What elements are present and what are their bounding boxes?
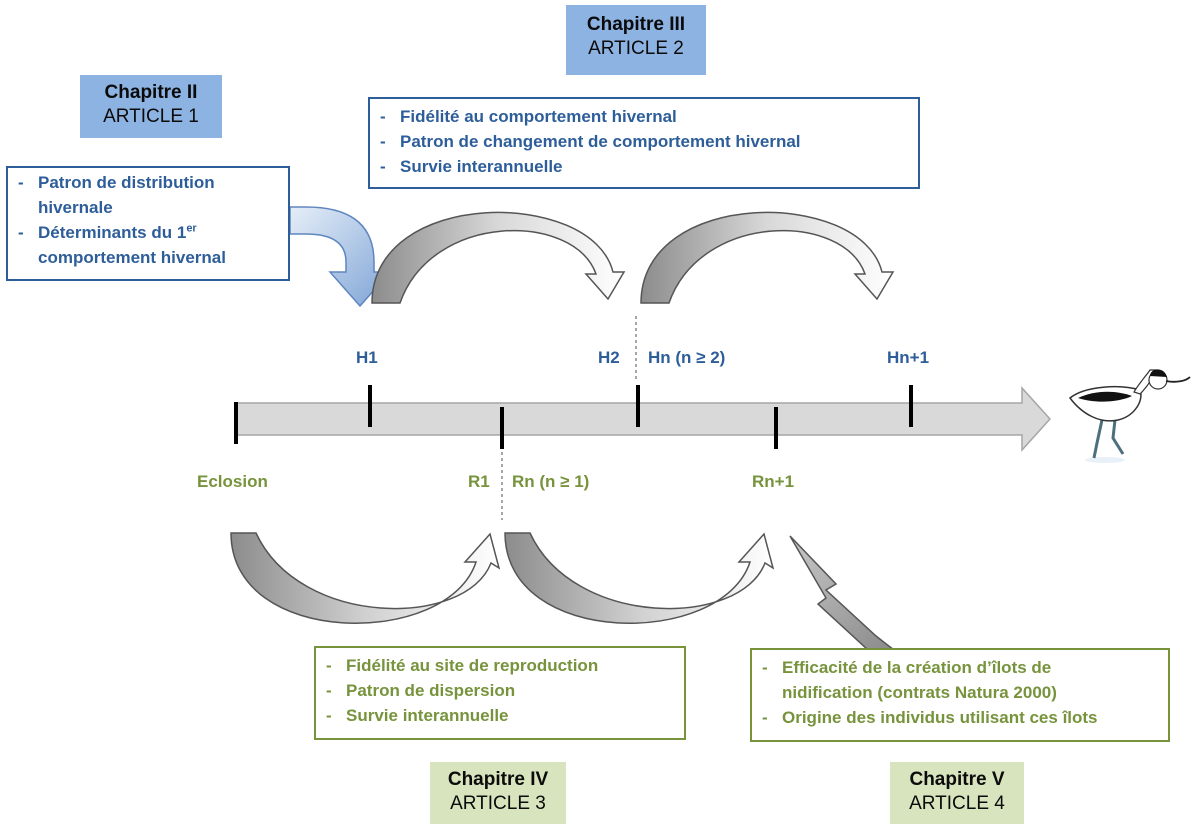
article-1-item-2-text: Déterminants du 1: [38, 223, 187, 242]
article-4-item-2: Origine des individus utilisant ces îlot…: [782, 708, 1098, 727]
timeline-ticks: [234, 385, 913, 449]
curved-arrow-h1-h2: [371, 211, 626, 304]
article-3-box: -Fidélité au site de reproduction -Patro…: [314, 646, 686, 740]
label-hn1: Hn+1: [887, 348, 930, 367]
lightning-icon: [789, 535, 897, 651]
timeline-axis: [235, 386, 1052, 452]
article-1-item-2-text-cont: comportement hivernal: [38, 248, 226, 267]
label-h1: H1: [356, 348, 378, 367]
label-r1: R1: [468, 472, 490, 491]
article-3-item-3: Survie interannuelle: [346, 706, 509, 725]
chapter-5-tag: Chapitre V ARTICLE 4: [890, 762, 1024, 824]
article-4-item-1: Efficacité de la création d’îlots de: [782, 658, 1052, 677]
article-2-item-1: Fidélité au comportement hivernal: [400, 107, 677, 126]
chapter-4-article: ARTICLE 3: [450, 793, 546, 814]
chapter-3-article: ARTICLE 2: [588, 38, 684, 59]
chapter-2-title: Chapitre II: [104, 82, 198, 103]
chapter-5-article: ARTICLE 4: [909, 793, 1005, 814]
chapter-4-tag: Chapitre IV ARTICLE 3: [430, 762, 566, 824]
chapter-4-title: Chapitre IV: [447, 769, 549, 790]
label-eclosion: Eclosion: [197, 472, 268, 491]
label-hn: Hn (n ≥ 2): [648, 348, 726, 367]
label-rn: Rn (n ≥ 1): [512, 472, 590, 491]
chapter-3-tag: Chapitre III ARTICLE 2: [566, 5, 706, 75]
curved-arrow-r1-rn1: [504, 532, 775, 624]
chapter-2-tag: Chapitre II ARTICLE 1: [80, 75, 222, 138]
chapter-2-article: ARTICLE 1: [103, 106, 199, 127]
label-rn1: Rn+1: [752, 472, 795, 491]
article-2-item-2: Patron de changement de comportement hiv…: [400, 132, 801, 151]
chapter-5-title: Chapitre V: [909, 769, 1005, 790]
label-h2: H2: [598, 348, 620, 367]
article-3-item-1: Fidélité au site de reproduction: [346, 656, 599, 675]
article-1-item-1-text-cont: hivernale: [38, 198, 113, 217]
article-3-item-2: Patron de dispersion: [346, 681, 516, 700]
article-2-item-3: Survie interannuelle: [400, 157, 563, 176]
chapter-3-title: Chapitre III: [586, 14, 686, 35]
article-1-item-1-text: Patron de distribution: [38, 173, 215, 192]
curved-arrow-eclosion-r1: [230, 532, 501, 624]
curved-arrow-h2-hn1: [640, 211, 895, 304]
article-2-box: -Fidélité au comportement hivernal -Patr…: [368, 97, 920, 189]
article-4-item-1-cont: nidification (contrats Natura 2000): [782, 683, 1057, 702]
avocet-bird-icon: [1068, 369, 1191, 463]
article-1-item-2-sup: er: [186, 222, 197, 235]
